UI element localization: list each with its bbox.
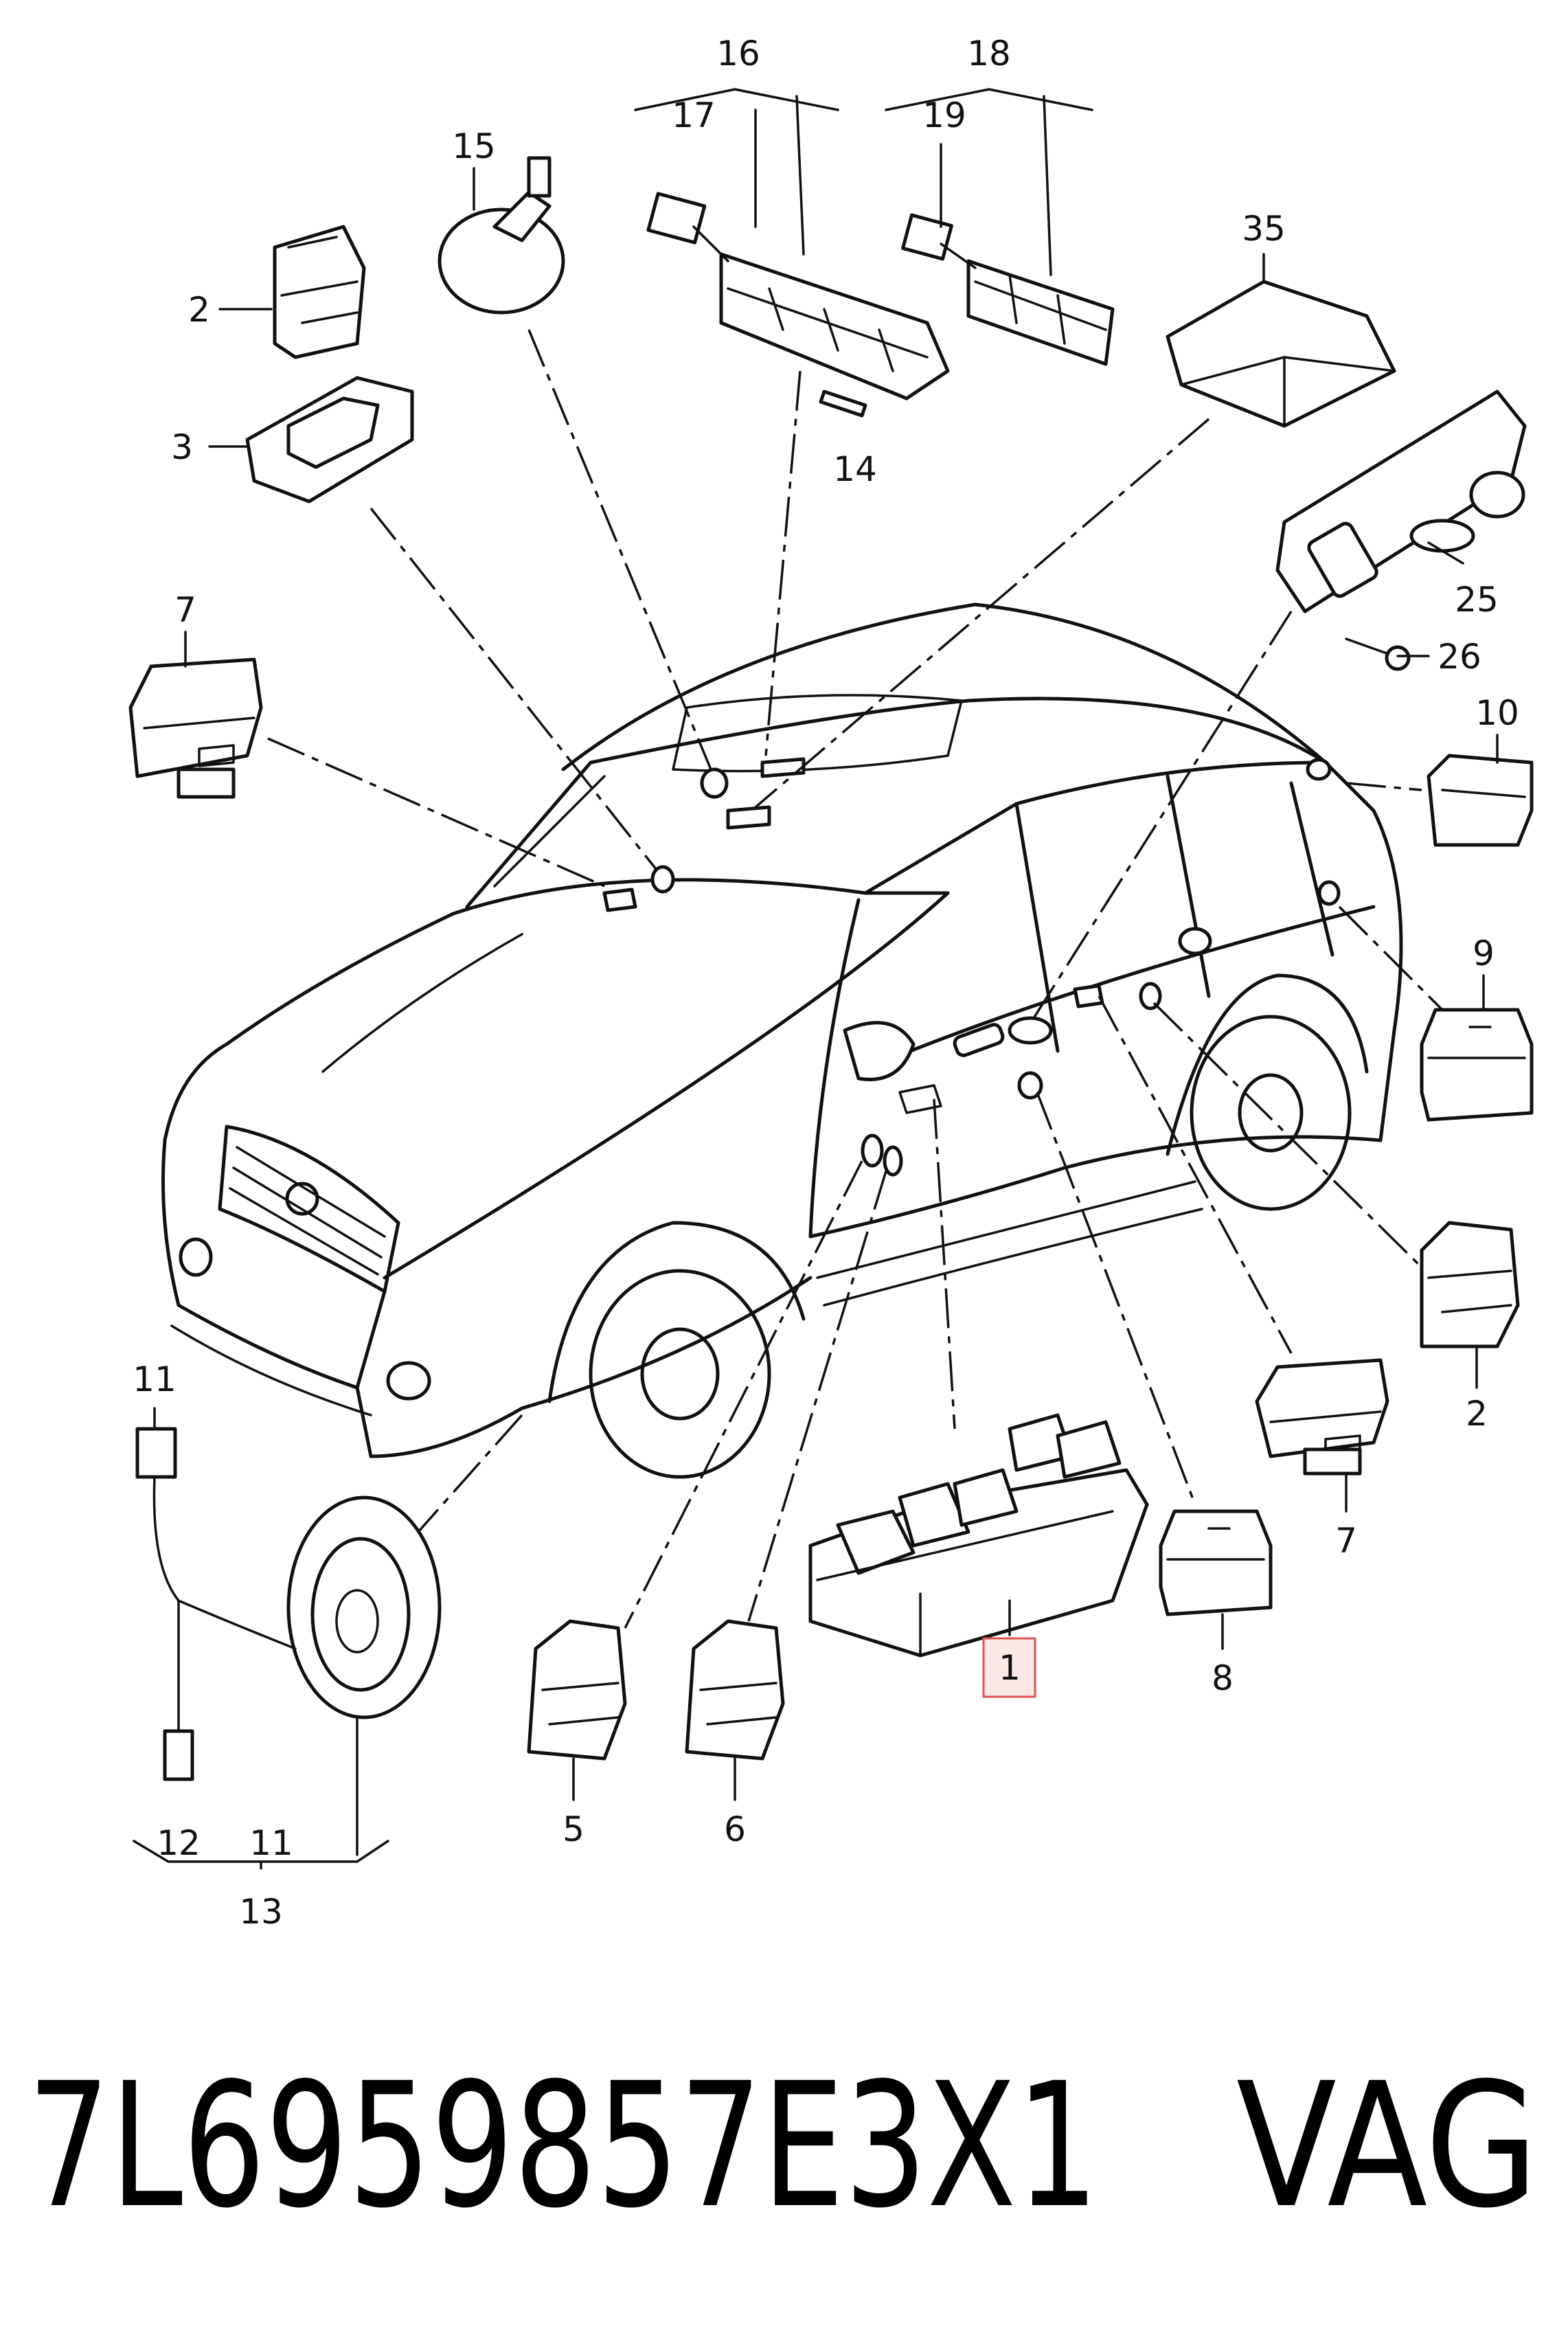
callout-8: 8 [1212, 1658, 1234, 1698]
callout-3: 3 [171, 427, 193, 467]
callout-16: 16 [716, 34, 760, 74]
callout-18: 18 [967, 34, 1011, 74]
brand: VAG [1236, 2046, 1538, 2246]
leader-lines [267, 329, 1444, 1629]
callout-26: 26 [1438, 637, 1481, 677]
callout-13: 13 [239, 1892, 283, 1932]
footer: 7L6959857E3X1 VAG [27, 2046, 1538, 2246]
callout-leaders [133, 88, 1499, 1870]
part-1-window-switch-block [808, 1413, 1149, 1658]
callout-11-bottom: 11 [249, 1823, 293, 1863]
part-18-wiring-module [901, 213, 1115, 366]
callout-9: 9 [1473, 934, 1495, 973]
part-2-right-switch [1420, 1221, 1520, 1348]
part-25-seat-switch-panel [1275, 390, 1527, 671]
callout-5: 5 [563, 1809, 584, 1849]
callout-labels: 2 3 15 16 17 18 19 14 35 25 26 7 10 9 2 … [133, 34, 1519, 1932]
callout-1: 1 [999, 1648, 1021, 1688]
part-16-wiring-module [646, 192, 950, 418]
callout-6: 6 [724, 1809, 746, 1849]
part-number: 7L6959857E3X1 [27, 2046, 1099, 2246]
callout-7-right: 7 [1335, 1521, 1357, 1561]
part-3-switch-bezel [245, 376, 414, 504]
highlight-box-1 [982, 1637, 1036, 1698]
part-8-switch [1159, 1509, 1273, 1616]
callout-2-right: 2 [1466, 1394, 1488, 1434]
callout-25: 25 [1455, 580, 1499, 620]
callout-35: 35 [1242, 209, 1286, 249]
part-10-switch [1427, 754, 1534, 847]
callout-2-top: 2 [188, 290, 210, 330]
part-7-top-switch [128, 657, 263, 799]
callout-7-top: 7 [174, 590, 196, 630]
callout-15: 15 [452, 126, 496, 166]
vehicle-outline [161, 602, 1403, 1479]
part-6-switch [685, 1619, 785, 1761]
part-7-right-switch [1255, 1358, 1389, 1476]
callout-17: 17 [672, 95, 716, 135]
callout-10: 10 [1475, 693, 1519, 733]
part-13-speaker-assembly [135, 1427, 442, 1781]
part-15-steering-module [438, 156, 565, 315]
part-5-switch [527, 1619, 627, 1761]
part-9-switch [1420, 1008, 1534, 1122]
callout-14: 14 [833, 449, 877, 489]
part-2-top-switch [273, 225, 366, 359]
part-35-control-unit [1166, 280, 1396, 428]
callout-12: 12 [157, 1823, 201, 1863]
callout-11-top: 11 [133, 1359, 177, 1399]
callout-19: 19 [922, 95, 966, 135]
